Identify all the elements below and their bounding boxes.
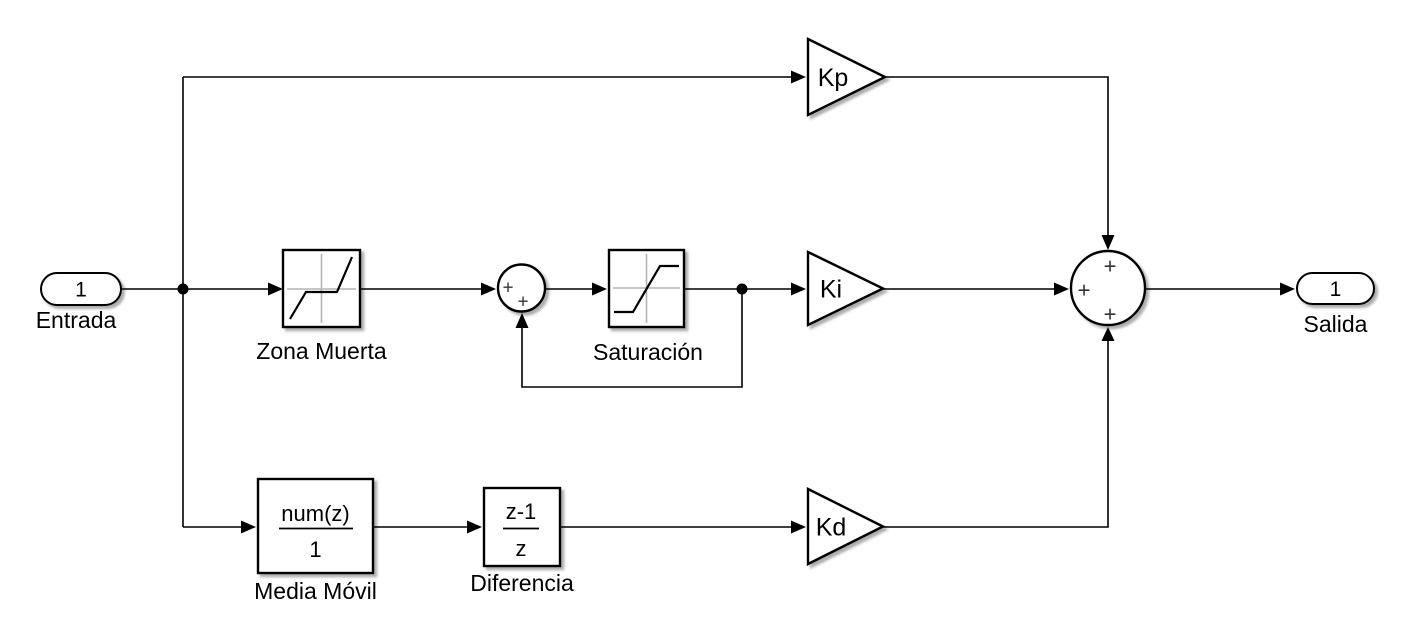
- gain-ki-triangle[interactable]: [806, 250, 886, 327]
- arrowhead-movingavg-in: [241, 520, 256, 534]
- inport-entrada[interactable]: 1 Entrada: [36, 272, 122, 333]
- dead-zone-label: Zona Muerta: [256, 338, 387, 364]
- gain-kd-label: Kd: [816, 514, 847, 542]
- block-dead-zone[interactable]: Zona Muerta: [256, 248, 387, 364]
- gain-kp-triangle[interactable]: [806, 37, 888, 117]
- arrowhead-kd-in: [791, 520, 806, 534]
- branch-junction-dot: [177, 283, 189, 295]
- dead-zone-curve-icon: [287, 254, 356, 323]
- moving-average-label: Media Móvil: [254, 578, 377, 604]
- difference-numerator: z-1: [506, 499, 537, 524]
- difference-denominator: z: [516, 536, 527, 561]
- gain-ki-label: Ki: [820, 276, 842, 304]
- arrowhead-sum-top-in: [1101, 235, 1115, 250]
- sum-outer[interactable]: + + +: [1069, 249, 1147, 327]
- sum-outer-sign-top: +: [1104, 254, 1117, 279]
- block-saturation[interactable]: Saturación: [593, 248, 703, 365]
- wire-kd-to-sum[interactable]: [883, 341, 1109, 528]
- gain-kd-triangle[interactable]: [806, 487, 886, 566]
- difference-body[interactable]: [482, 486, 562, 568]
- block-difference[interactable]: z-1 z Diferencia: [470, 486, 574, 596]
- sum-inner-circle[interactable]: [496, 263, 547, 313]
- moving-average-body[interactable]: [256, 477, 375, 575]
- arrowhead-sum-left-in: [1054, 282, 1069, 296]
- sum-outer-circle[interactable]: [1069, 249, 1147, 327]
- gain-kd[interactable]: Kd: [806, 487, 886, 566]
- signal-wires: [121, 70, 1295, 534]
- arrowhead-ki-in: [791, 282, 806, 296]
- sum-outer-sign-bottom: +: [1104, 302, 1117, 327]
- moving-average-numerator: num(z): [281, 501, 349, 526]
- difference-label: Diferencia: [470, 570, 574, 596]
- outport-number: 1: [1330, 278, 1342, 301]
- saturation-curve-icon: [613, 254, 680, 323]
- arrowhead-kp-in: [791, 70, 806, 84]
- saturation-label: Saturación: [593, 339, 703, 365]
- sum-inner-sign-left: +: [502, 278, 513, 299]
- arrowhead-innersum-in: [481, 282, 496, 296]
- sum-inner-sign-bottom: +: [517, 292, 528, 313]
- wire-kp-to-sum[interactable]: [885, 76, 1109, 236]
- arrowhead-difference-in: [467, 520, 482, 534]
- outport-label: Salida: [1304, 311, 1368, 337]
- arrowhead-deadzone-in: [268, 282, 283, 296]
- block-moving-average[interactable]: num(z) 1 Media Móvil: [254, 477, 377, 604]
- arrowhead-saturation-in: [592, 282, 607, 296]
- outport-salida[interactable]: 1 Salida: [1296, 272, 1375, 337]
- sum-outer-sign-left: +: [1078, 278, 1091, 303]
- outport-oval[interactable]: [1296, 272, 1375, 305]
- arrowhead-sum-bottom-in: [1101, 327, 1115, 341]
- gain-kp-label: Kp: [818, 64, 849, 92]
- inport-number: 1: [75, 279, 87, 302]
- arrowhead-output-in: [1280, 282, 1295, 296]
- inport-label: Entrada: [36, 307, 117, 333]
- gain-kp[interactable]: Kp: [806, 37, 888, 117]
- arrowhead-innersum-bottom-in: [515, 313, 529, 328]
- wire-feedback-loop[interactable]: [521, 289, 743, 388]
- inport-oval[interactable]: [40, 272, 122, 306]
- sum-inner[interactable]: + +: [496, 263, 547, 313]
- gain-ki[interactable]: Ki: [806, 250, 886, 327]
- moving-average-denominator: 1: [309, 537, 321, 562]
